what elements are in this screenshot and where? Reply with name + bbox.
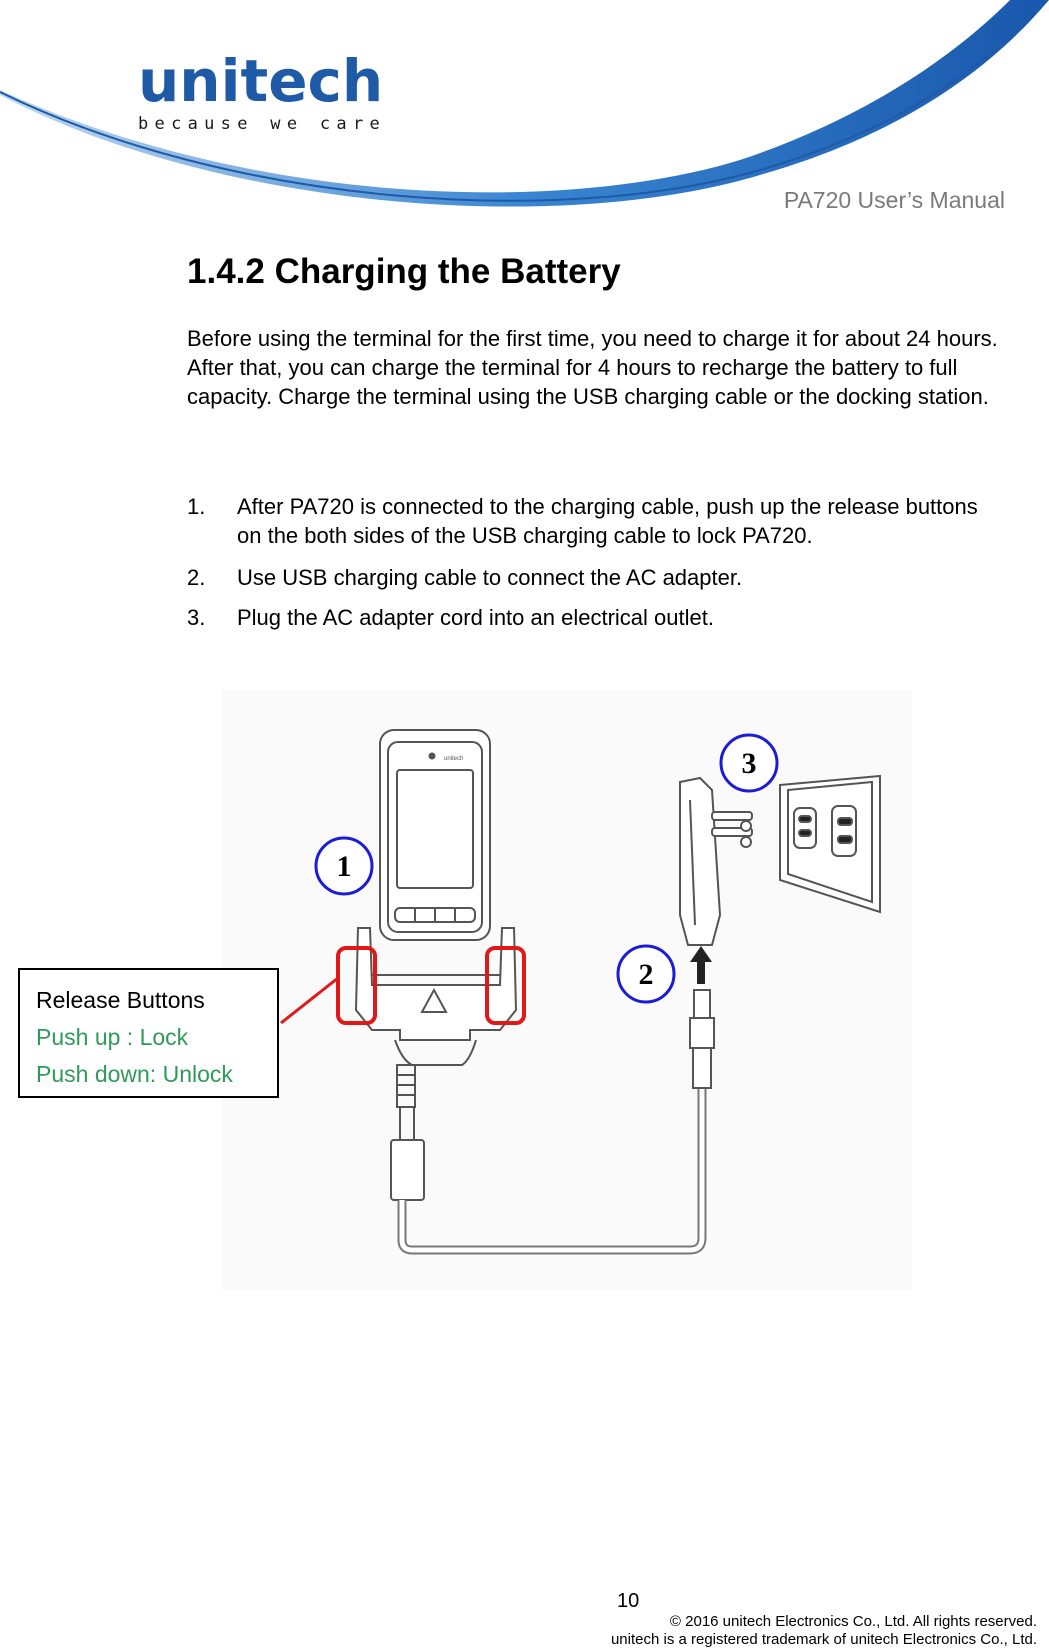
ac-adapter <box>679 776 753 946</box>
marker-3-label: 3 <box>742 747 757 780</box>
footer: © 2016 unitech Electronics Co., Ltd. All… <box>611 1613 1037 1649</box>
step-marker-1: 1 <box>314 836 374 896</box>
section-heading: 1.4.2 Charging the Battery <box>187 252 621 291</box>
device-brand-label: unitech <box>444 756 463 762</box>
release-buttons-callout: Release Buttons Push up : Lock Push down… <box>18 968 279 1098</box>
release-button-highlight-left <box>336 946 377 1025</box>
release-button-highlight-right <box>485 946 526 1025</box>
step-marker-2: 2 <box>616 944 676 1004</box>
callout-title: Release Buttons <box>36 987 205 1013</box>
step-text: After PA720 is connected to the charging… <box>237 494 978 548</box>
usb-cable-inner <box>399 1085 705 1253</box>
marker-1-label: 1 <box>337 850 352 883</box>
step-text: Use USB charging cable to connect the AC… <box>237 565 743 590</box>
marker-2-label: 2 <box>639 958 654 991</box>
page-number: 10 <box>617 1590 640 1612</box>
copyright-text: © 2016 unitech Electronics Co., Ltd. All… <box>669 1613 1037 1630</box>
usb-plug <box>689 989 715 1089</box>
step-text: Plug the AC adapter cord into an electri… <box>237 605 714 630</box>
wall-outlet <box>779 774 881 914</box>
logo-wordmark: unitech <box>138 47 384 115</box>
diagram-background <box>222 690 912 1290</box>
callout-leader-line <box>280 976 339 1025</box>
callout-unlock-text: Push down: Unlock <box>36 1061 233 1087</box>
step-marker-3: 3 <box>719 733 779 793</box>
usb-cable-head <box>354 927 518 1201</box>
intro-paragraph: Before using the terminal for the first … <box>187 326 998 409</box>
manual-title: PA720 User’s Manual <box>783 187 1005 213</box>
step-number: 1. <box>187 494 206 519</box>
arrow-up-icon <box>690 946 712 984</box>
header-swoosh <box>0 0 1049 207</box>
pa720-terminal <box>379 729 491 941</box>
step-number: 2. <box>187 565 206 590</box>
charging-diagram: unitech <box>222 690 912 1290</box>
trademark-text: unitech is a registered trademark of uni… <box>610 1631 1037 1648</box>
callout-lock-text: Push up : Lock <box>36 1024 189 1050</box>
logo-tagline: because we care <box>138 114 387 134</box>
unitech-logo: unitech because we care <box>138 52 386 134</box>
step-number: 3. <box>187 605 206 630</box>
